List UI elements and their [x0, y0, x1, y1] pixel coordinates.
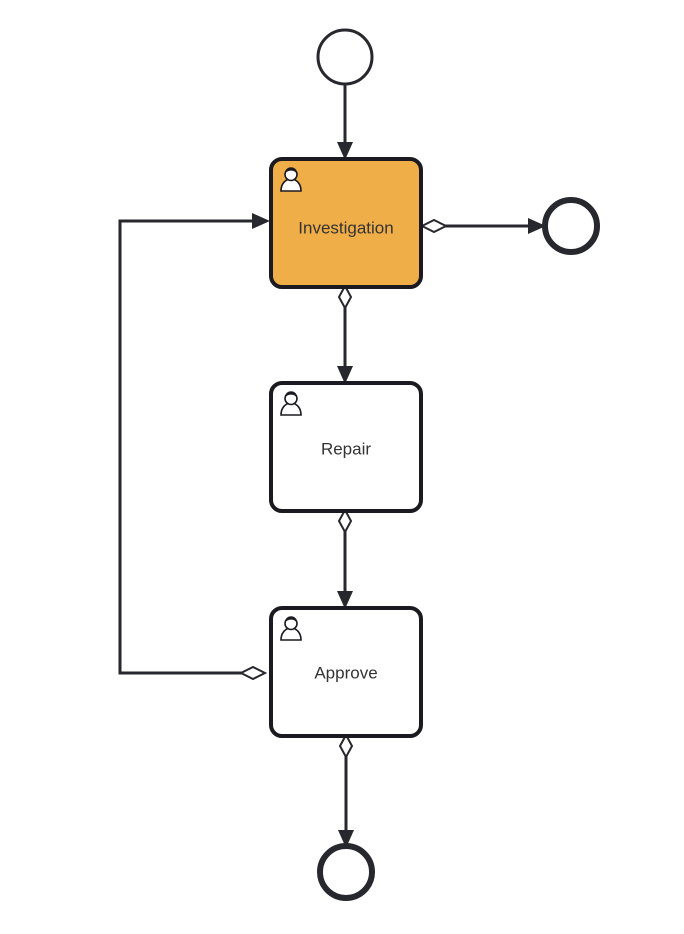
user-icon — [280, 167, 302, 192]
flow-investigation-to-end-right[interactable] — [419, 218, 546, 234]
end-event-right[interactable] — [542, 197, 600, 255]
task-repair-box — [269, 381, 423, 513]
diamond-marker-icon — [337, 507, 353, 535]
end-event-bottom[interactable] — [317, 843, 375, 901]
task-approve-label: Approve — [314, 663, 377, 682]
flow-investigation-to-repair[interactable] — [337, 283, 353, 384]
flow-approve-to-end-bottom[interactable] — [338, 732, 354, 848]
task-approve-box — [269, 606, 423, 738]
diamond-marker-icon — [238, 665, 268, 681]
task-repair[interactable]: Repair — [269, 381, 423, 513]
user-icon — [280, 616, 302, 641]
task-investigation-label: Investigation — [298, 218, 393, 237]
flow-repair-to-approve[interactable] — [337, 507, 353, 609]
diamond-marker-icon — [338, 732, 354, 760]
arrowhead-icon — [337, 366, 353, 384]
start-event[interactable] — [316, 28, 374, 86]
flow-start-to-investigation[interactable] — [337, 84, 353, 160]
arrowhead-icon — [528, 218, 546, 234]
flow-approve-loopback-to-investigation[interactable] — [118, 213, 270, 681]
arrowhead-icon — [252, 213, 270, 229]
task-investigation-box — [269, 157, 423, 289]
task-approve[interactable]: Approve — [269, 606, 423, 738]
diamond-marker-icon — [337, 283, 353, 311]
arrowhead-icon — [337, 142, 353, 160]
diamond-marker-icon — [419, 218, 449, 234]
user-icon — [280, 391, 302, 416]
arrowhead-icon — [337, 591, 353, 609]
task-repair-label: Repair — [321, 439, 371, 458]
arrowhead-icon — [338, 830, 354, 848]
connector-line — [118, 219, 264, 675]
task-investigation[interactable]: Investigation — [269, 157, 423, 289]
